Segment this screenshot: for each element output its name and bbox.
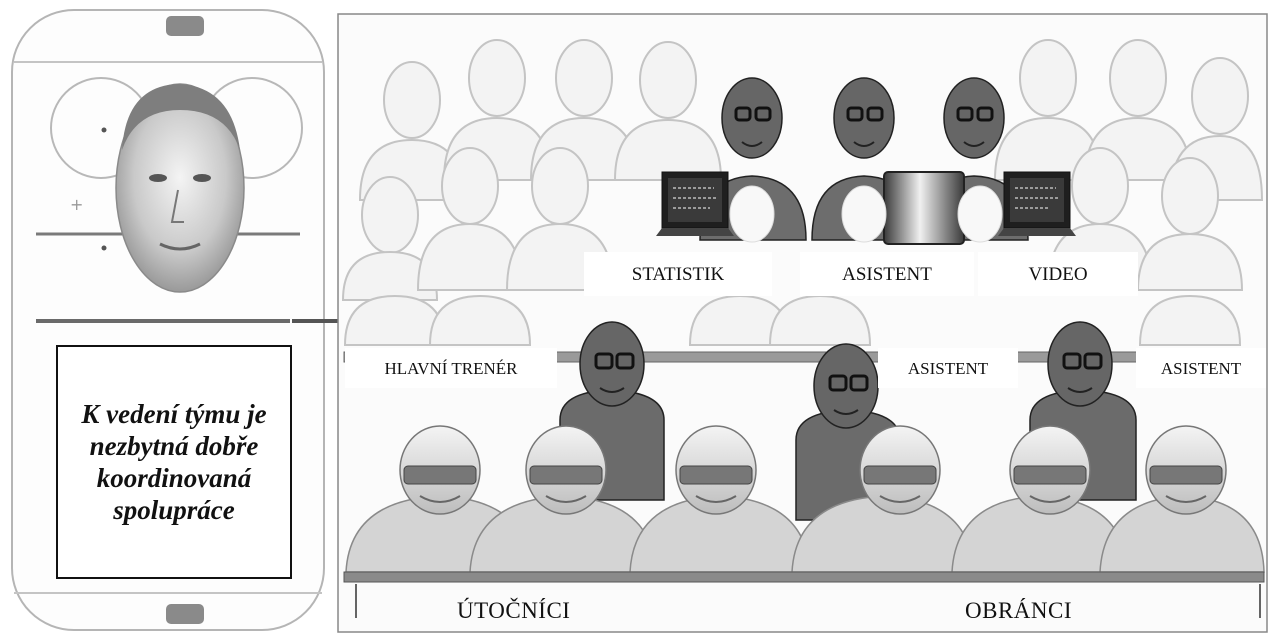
laptop-icon xyxy=(656,172,734,236)
role-label-asistent-mid: ASISTENT xyxy=(878,348,1018,388)
caption-text: K vedení týmu je nezbytná dobře koordino… xyxy=(74,398,274,527)
group-label-utocnici: ÚTOČNÍCI xyxy=(457,598,570,624)
coach-portrait-icon xyxy=(116,84,244,292)
role-label-asistent-top: ASISTENT xyxy=(800,252,974,296)
laptop-icon-video xyxy=(998,172,1076,236)
svg-text:+: + xyxy=(70,195,83,214)
group-label-obranci: OBRÁNCI xyxy=(965,598,1072,624)
caption-box: K vedení týmu je nezbytná dobře koordino… xyxy=(56,345,292,579)
video-monitor-icon xyxy=(884,172,964,244)
role-label-asistent-right: ASISTENT xyxy=(1136,348,1266,388)
role-label-video: VIDEO xyxy=(978,252,1138,296)
role-label-hlavni-trener: HLAVNÍ TRENÉR xyxy=(345,348,557,388)
role-label-statistik: STATISTIK xyxy=(584,252,772,296)
